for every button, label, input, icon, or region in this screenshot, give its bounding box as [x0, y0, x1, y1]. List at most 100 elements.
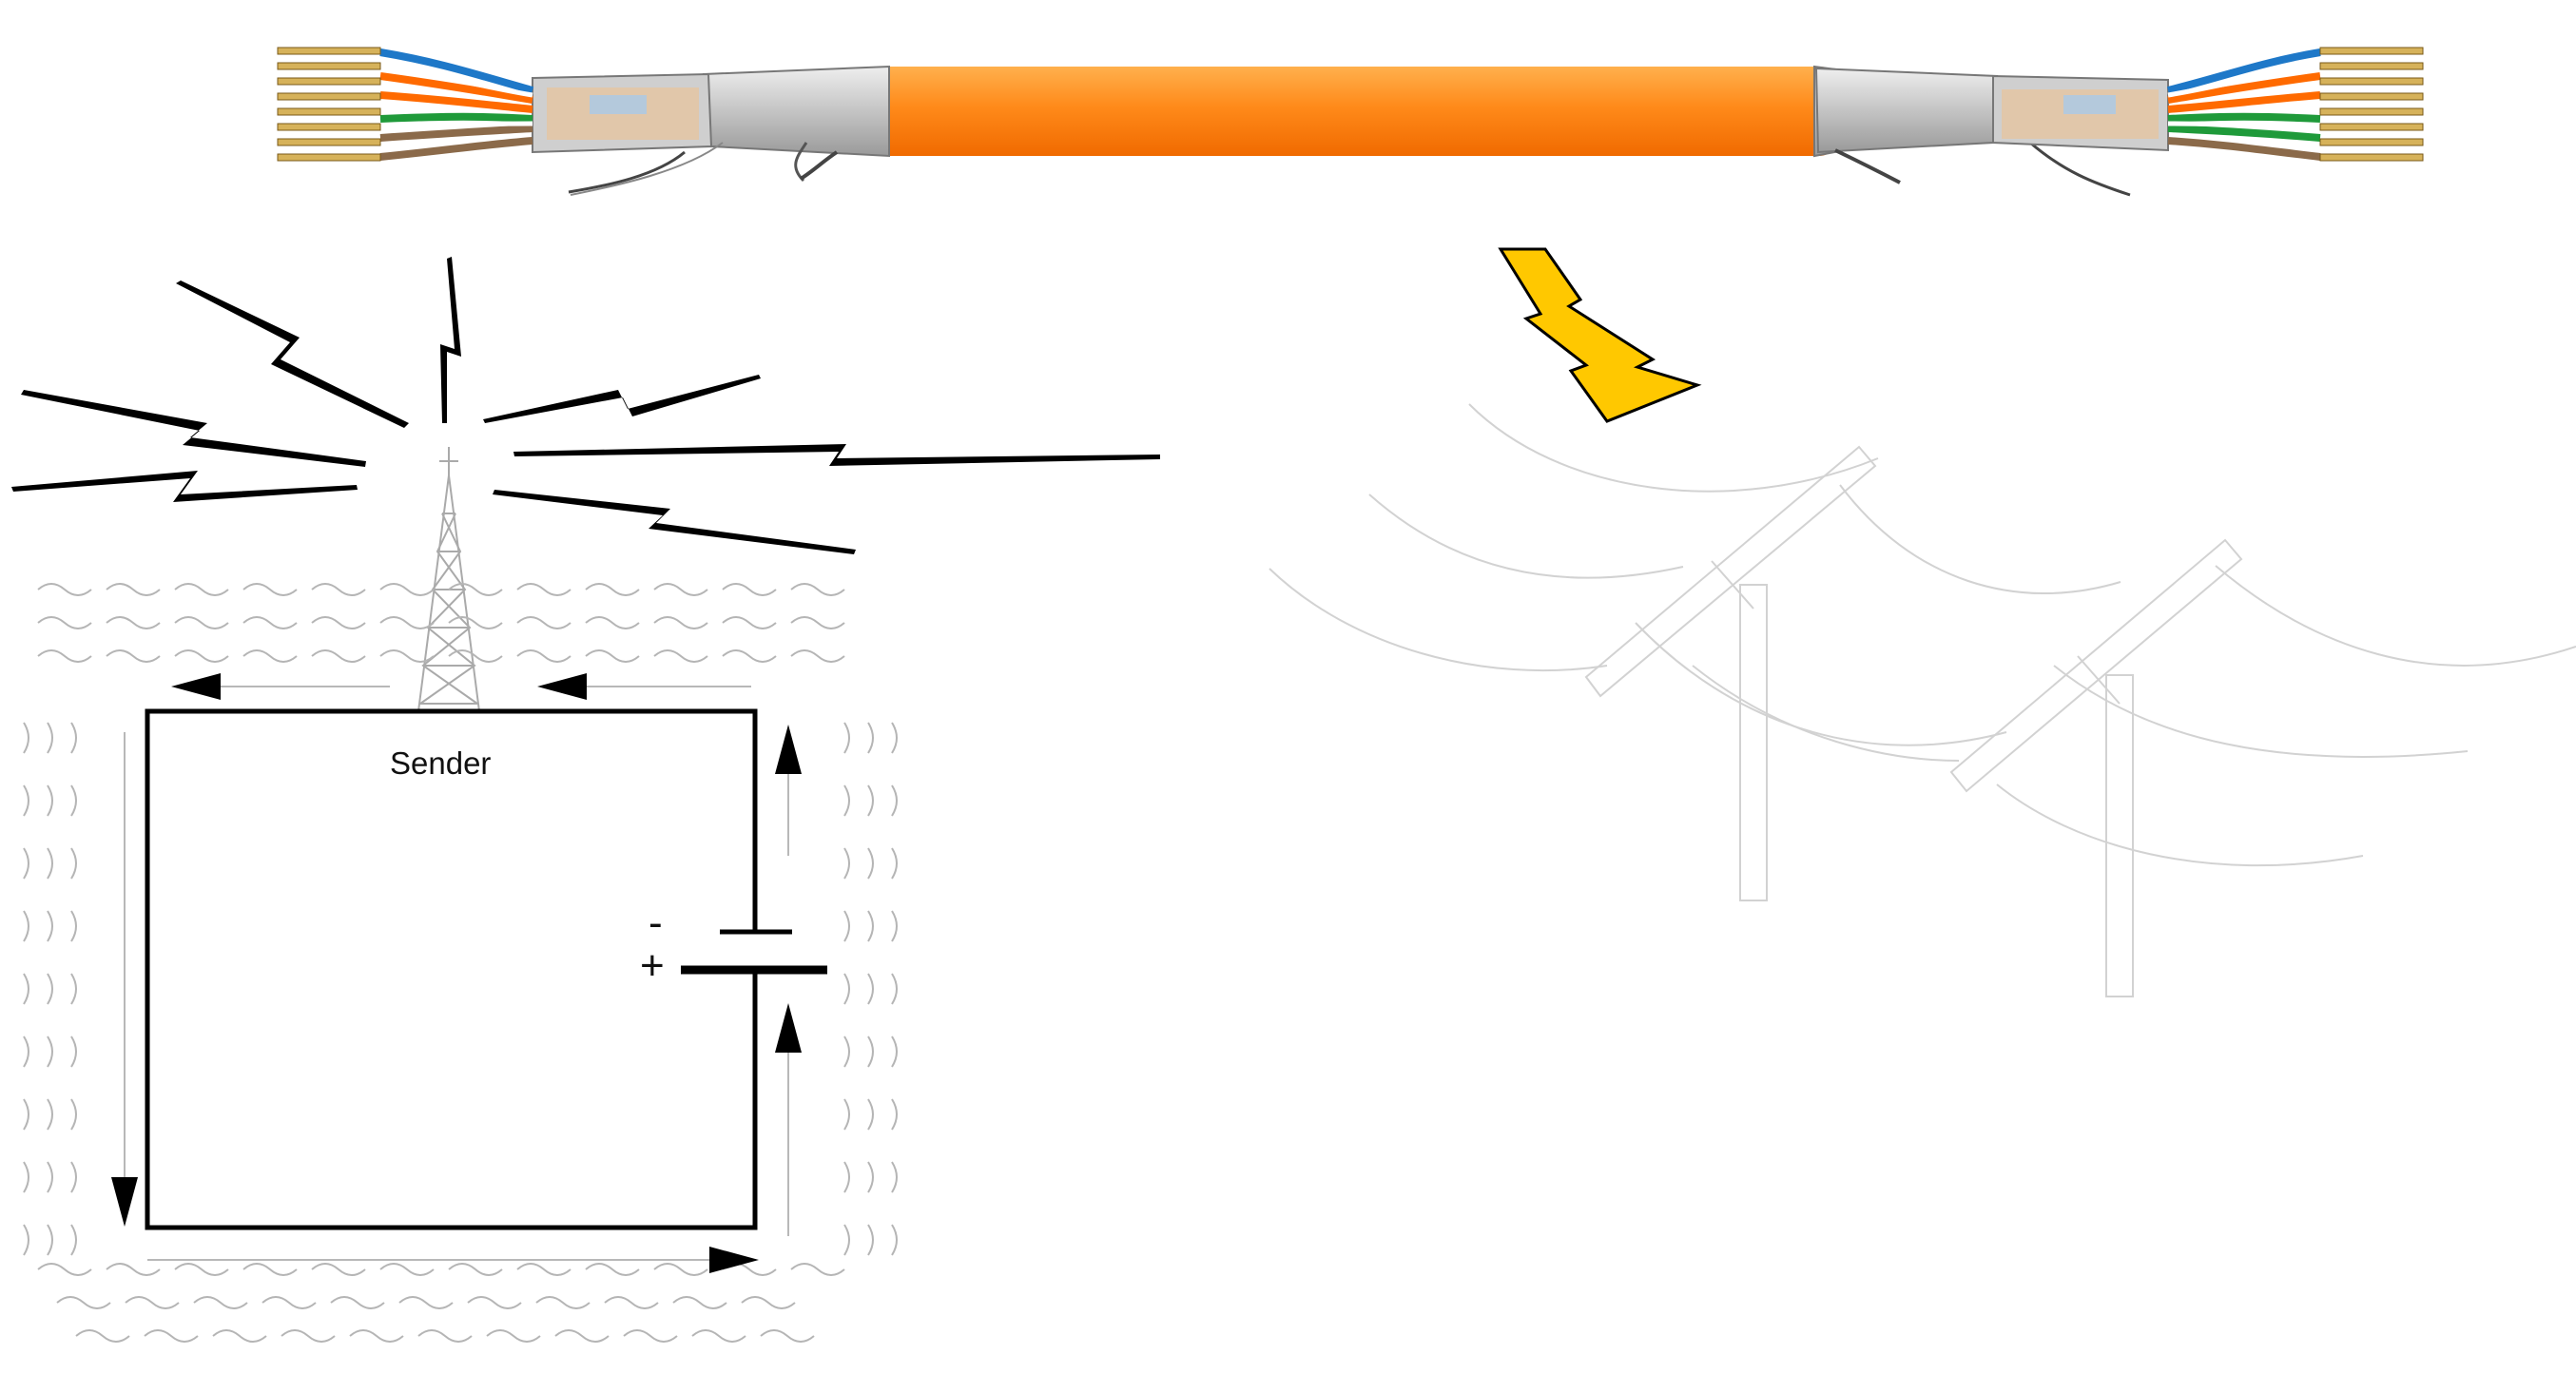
interference-wave-mark: [47, 1224, 53, 1256]
interference-wave-mark: [585, 583, 640, 596]
interference-wave-mark: [379, 1263, 435, 1276]
interference-wave-mark: [867, 722, 874, 754]
radio-tower-icon: [417, 447, 480, 712]
current-arrow-left-down: [111, 732, 138, 1227]
interference-wave-mark: [242, 616, 298, 629]
interference-wave-mark: [722, 583, 777, 596]
power-line: [1692, 665, 1960, 762]
interference-wave-mark: [70, 1098, 77, 1131]
interference-wave-mark: [843, 910, 850, 942]
circuit-loop: - + Sender: [111, 673, 827, 1273]
interference-wave-mark: [174, 616, 229, 629]
interference-wave-mark: [106, 1263, 161, 1276]
interference-wave-mark: [47, 722, 53, 754]
interference-wave-mark: [56, 1296, 111, 1309]
interference-wave-mark: [554, 1329, 610, 1343]
power-line: [1468, 403, 1879, 493]
radio-wave-bolts: [11, 257, 1160, 554]
interference-wave-mark: [106, 616, 161, 629]
interference-wave-mark: [144, 1329, 199, 1343]
current-arrow-bottom-right: [147, 1247, 759, 1273]
interference-wave-mark: [722, 649, 777, 663]
interference-wave-mark: [891, 722, 898, 754]
interference-wave-mark: [585, 649, 640, 663]
shielded-cable-icon: [277, 47, 2424, 197]
interference-wave-mark: [261, 1296, 317, 1309]
power-line: [1839, 484, 2121, 594]
interference-wave-mark: [891, 847, 898, 880]
interference-wave-mark: [843, 722, 850, 754]
interference-wave-mark: [47, 1161, 53, 1193]
cable-shield-right: [1813, 65, 2169, 197]
power-pole-icon: [1949, 538, 2243, 997]
interference-wave-mark: [106, 583, 161, 596]
interference-wave-mark: [281, 1329, 336, 1343]
circuit-wire: [145, 708, 758, 1230]
battery-plus-label: +: [640, 942, 665, 989]
interference-wave-mark: [867, 847, 874, 880]
interference-wave-mark: [23, 784, 29, 817]
interference-wave-mark: [193, 1296, 248, 1309]
interference-wave-mark: [37, 583, 92, 596]
connector-pins-left: [277, 47, 381, 162]
interference-wave-mark: [516, 616, 571, 629]
interference-wave-mark: [23, 973, 29, 1005]
interference-waves-vertical: [23, 722, 898, 1256]
current-arrow-right-up-lower: [775, 1003, 802, 1236]
interference-wave-mark: [242, 1263, 298, 1276]
interference-wave-mark: [843, 1098, 850, 1131]
interference-wave-mark: [867, 910, 874, 942]
interference-wave-mark: [23, 1161, 29, 1193]
power-line: [1269, 568, 1608, 672]
interference-wave-mark: [23, 910, 29, 942]
power-line: [1368, 493, 1684, 579]
interference-wave-mark: [585, 616, 640, 629]
interference-wave-mark: [516, 1263, 571, 1276]
battery-minus-label: -: [649, 900, 663, 946]
radio-emission: [11, 257, 1160, 712]
interference-wave-mark: [535, 1296, 591, 1309]
interference-wave-mark: [174, 1263, 229, 1276]
power-pole-icon: [1584, 445, 1877, 901]
interference-wave-mark: [623, 1329, 678, 1343]
interference-wave-mark: [843, 1224, 850, 1256]
interference-wave-mark: [70, 847, 77, 880]
sender-label: Sender: [390, 745, 491, 781]
interference-wave-mark: [790, 583, 845, 596]
interference-wave-mark: [174, 583, 229, 596]
interference-wave-mark: [790, 1263, 845, 1276]
interference-wave-mark: [379, 649, 435, 663]
interference-wave-mark: [448, 1263, 503, 1276]
interference-wave-mark: [379, 616, 435, 629]
interference-wave-mark: [37, 616, 92, 629]
interference-wave-mark: [891, 973, 898, 1005]
interference-wave-mark: [23, 722, 29, 754]
interference-wave-mark: [379, 583, 435, 596]
interference-wave-mark: [23, 847, 29, 880]
interference-wave-mark: [867, 1224, 874, 1256]
interference-wave-mark: [349, 1329, 404, 1343]
interference-wave-mark: [70, 1224, 77, 1256]
interference-wave-mark: [398, 1296, 454, 1309]
power-line: [2053, 665, 2469, 758]
interference-wave-mark: [843, 1035, 850, 1068]
interference-wave-mark: [722, 616, 777, 629]
interference-wave-mark: [70, 722, 77, 754]
interference-wave-mark: [653, 583, 708, 596]
wire-pairs-right: [2167, 48, 2321, 161]
power-line: [1635, 622, 2007, 746]
interference-wave-mark: [311, 583, 366, 596]
interference-wave-mark: [23, 1224, 29, 1256]
interference-wave-mark: [604, 1296, 659, 1309]
interference-wave-mark: [242, 583, 298, 596]
interference-wave-mark: [311, 616, 366, 629]
interference-wave-mark: [891, 1224, 898, 1256]
cable-shield-left: [532, 65, 890, 196]
power-line: [1996, 784, 2364, 867]
interference-wave-mark: [516, 583, 571, 596]
interference-wave-mark: [311, 1263, 366, 1276]
interference-wave-mark: [867, 1035, 874, 1068]
interference-wave-mark: [47, 847, 53, 880]
interference-wave-mark: [70, 1035, 77, 1068]
battery-icon: [681, 884, 827, 1013]
